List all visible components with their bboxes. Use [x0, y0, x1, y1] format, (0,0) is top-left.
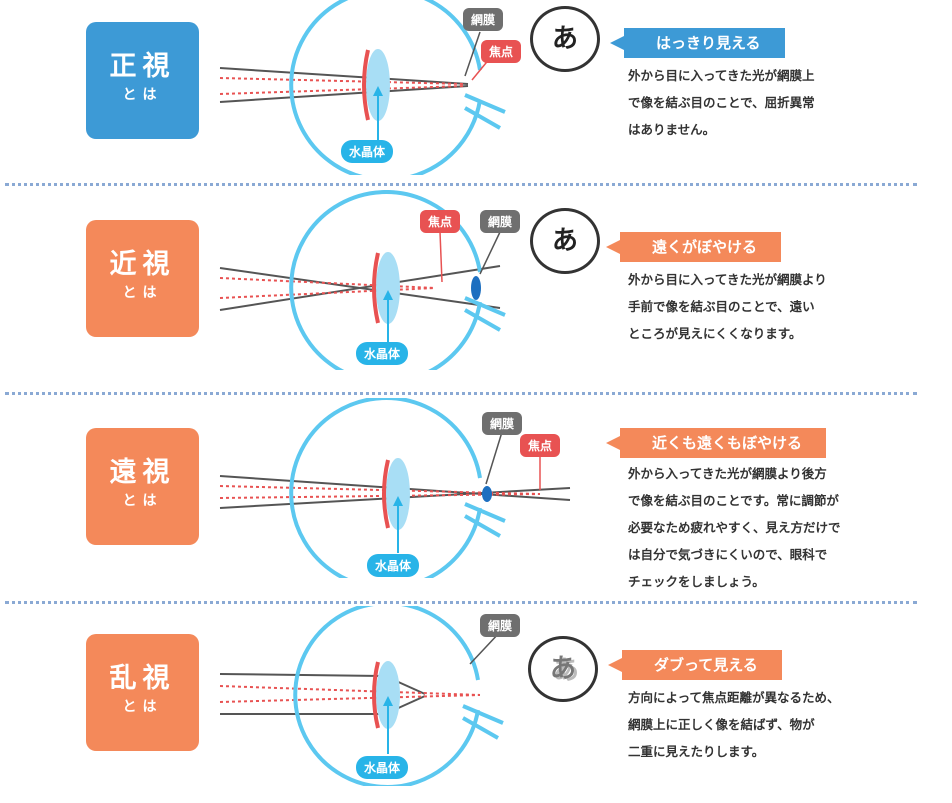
label-retina: 網膜: [463, 8, 504, 31]
speech-bubble: あ: [530, 208, 600, 274]
badge-seishi: 正視 とは: [86, 22, 199, 139]
description: 外から目に入ってきた光が網膜上 で像を結ぶ目のことで、屈折異常 はありません。: [628, 68, 815, 137]
eye-diagram-kinshi: [219, 190, 506, 370]
badge-title: 正視: [109, 51, 176, 82]
description: 外から入ってきた光が網膜より後方 で像を結ぶ目のことです。常に調節が 必要なため…: [628, 466, 841, 589]
divider: [5, 601, 917, 604]
speech-bubble: あ: [528, 636, 598, 702]
badge-title: 乱視: [109, 663, 176, 694]
badge-title: 遠視: [109, 457, 176, 488]
bubble-glyph: あ: [549, 654, 576, 684]
result-title: 近くも遠くもぼやける: [605, 428, 827, 458]
section-ranshi: 乱視 とは 水晶体 網膜 あ ダブって見える 方向によって焦点距離が異なるため、…: [0, 606, 952, 803]
result-title: はっきり見える: [610, 28, 785, 58]
label-lens: 水晶体: [356, 756, 409, 779]
divider: [5, 183, 917, 186]
label-retina: 網膜: [482, 412, 523, 435]
badge-sub: とは: [122, 699, 163, 715]
section-enshi: 遠視 とは 水晶体 網膜 焦点 近くも遠くもぼやける 外から入ってきた光が網膜よ…: [0, 398, 952, 598]
label-lens: 水晶体: [367, 554, 420, 577]
badge-kinshi: 近視 とは: [86, 220, 199, 337]
bubble-glyph: あ: [551, 24, 578, 54]
badge-title: 近視: [109, 249, 176, 280]
badge-enshi: 遠視 とは: [86, 428, 199, 545]
label-lens: 水晶体: [341, 140, 394, 163]
badge-ranshi: 乱視 とは: [86, 634, 199, 751]
eye-diagram-seishi: [219, 0, 506, 175]
label-retina: 網膜: [480, 210, 521, 233]
section-kinshi: 近視 とは 水晶体 焦点 網膜 あ 遠くがぼやける 外から目に入ってきた光が網膜…: [0, 190, 952, 390]
label-focus: 焦点: [420, 210, 461, 233]
divider: [5, 392, 917, 395]
badge-sub: とは: [122, 87, 163, 103]
description: 方向によって焦点距離が異なるため、 網膜上に正しく像を結ばず、物が 二重に見えた…: [628, 690, 840, 759]
badge-sub: とは: [122, 493, 163, 509]
description: 外から目に入ってきた光が網膜より 手前で像を結ぶ目のことで、遠い ところが見えに…: [628, 272, 827, 341]
section-seishi: 正視 とは 水晶体 網膜 焦点 あ はっきり見える 外から目に入ってきた光が網膜…: [0, 0, 952, 180]
result-title: ダブって見える: [608, 650, 782, 680]
eye-diagram-ranshi: [219, 606, 504, 786]
speech-bubble: あ: [530, 6, 600, 72]
eye-diagram-enshi: [219, 398, 571, 578]
label-retina: 網膜: [480, 614, 521, 637]
label-lens: 水晶体: [356, 342, 409, 365]
result-title: 遠くがぼやける: [605, 232, 782, 262]
label-focus: 焦点: [520, 434, 561, 457]
bubble-glyph: あ: [551, 226, 578, 256]
label-focus: 焦点: [481, 40, 522, 63]
badge-sub: とは: [122, 285, 163, 301]
